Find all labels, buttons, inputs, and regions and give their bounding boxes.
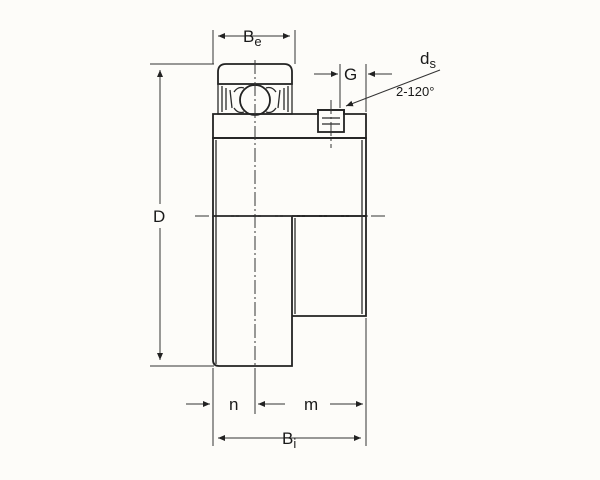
ds-label: ds <box>420 49 436 71</box>
dimension-n-m: n m <box>186 318 367 414</box>
dimension-ds: ds 2-120° <box>345 49 441 107</box>
m-label: m <box>304 395 318 414</box>
right-seal <box>277 86 289 112</box>
dimension-d: D <box>150 63 214 367</box>
inner-ring-body <box>212 137 367 367</box>
dimension-bi: Bi <box>212 414 367 451</box>
g-label: G <box>344 65 357 84</box>
cage-left <box>233 86 245 114</box>
d-label: D <box>153 207 165 226</box>
bi-label: Bi <box>282 429 296 451</box>
dimension-g: G <box>314 64 392 112</box>
left-seal <box>221 86 233 112</box>
be-label: Be <box>243 27 262 49</box>
outer-ring-section <box>217 63 293 85</box>
n-label: n <box>229 395 238 414</box>
cage-right <box>265 86 277 114</box>
holes-label: 2-120° <box>396 84 434 99</box>
dimension-be: Be <box>212 27 296 64</box>
